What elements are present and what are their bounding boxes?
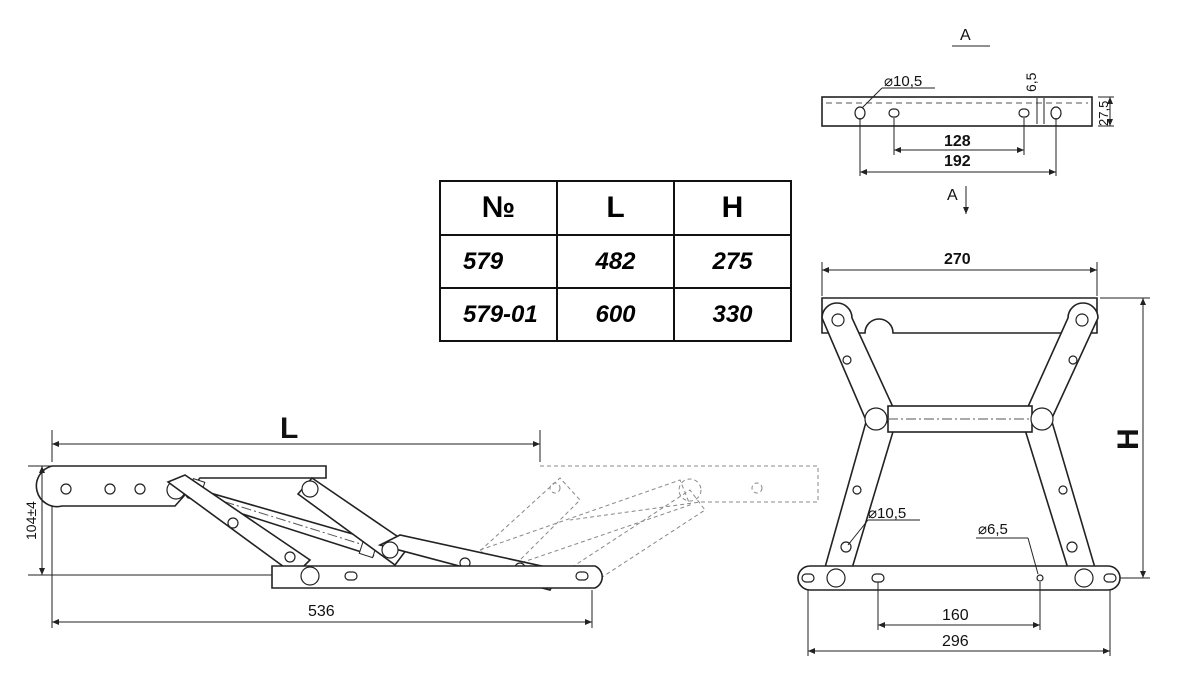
table-cell: 482 bbox=[556, 234, 675, 289]
section-label-top: A bbox=[960, 27, 971, 44]
side-view: L 104±4 536 bbox=[23, 412, 819, 628]
front-hole-small: ⌀6,5 bbox=[978, 521, 1008, 538]
table-cell: 579 bbox=[439, 234, 558, 289]
front-hole-large: ⌀10,5 bbox=[868, 505, 906, 522]
section-a-view: A ⌀10,5 6,5 27,5 128 192 A bbox=[821, 27, 1114, 214]
spec-table: № L H 579 482 275 579-01 600 330 bbox=[439, 180, 792, 342]
table-cell: 330 bbox=[673, 287, 792, 342]
front-inner-span: 160 bbox=[942, 607, 969, 624]
section-slot-width: 6,5 bbox=[1023, 72, 1039, 92]
table-header: H bbox=[673, 180, 792, 236]
side-base-length: 536 bbox=[308, 603, 335, 620]
front-base-width: 296 bbox=[942, 633, 969, 650]
table-header-row: № L H bbox=[439, 180, 792, 236]
table-cell: 600 bbox=[556, 287, 675, 342]
table-row: 579 482 275 bbox=[439, 234, 792, 289]
front-top-width: 270 bbox=[944, 251, 971, 268]
section-label-bottom: A bbox=[947, 187, 958, 204]
table-header: № bbox=[439, 180, 558, 236]
section-hole-dia: ⌀10,5 bbox=[884, 73, 922, 90]
table-cell: 275 bbox=[673, 234, 792, 289]
section-outer-span: 192 bbox=[944, 153, 971, 170]
table-row: 579-01 600 330 bbox=[439, 287, 792, 342]
side-length-label: L bbox=[280, 412, 298, 445]
front-height-label: H bbox=[1112, 428, 1145, 450]
front-view: 270 H ⌀10,5 ⌀6,5 160 296 bbox=[797, 251, 1150, 656]
side-height: 104±4 bbox=[23, 501, 39, 540]
table-cell: 579-01 bbox=[439, 287, 558, 342]
table-header: L bbox=[556, 180, 675, 236]
section-height: 27,5 bbox=[1096, 101, 1111, 126]
section-inner-span: 128 bbox=[944, 133, 971, 150]
